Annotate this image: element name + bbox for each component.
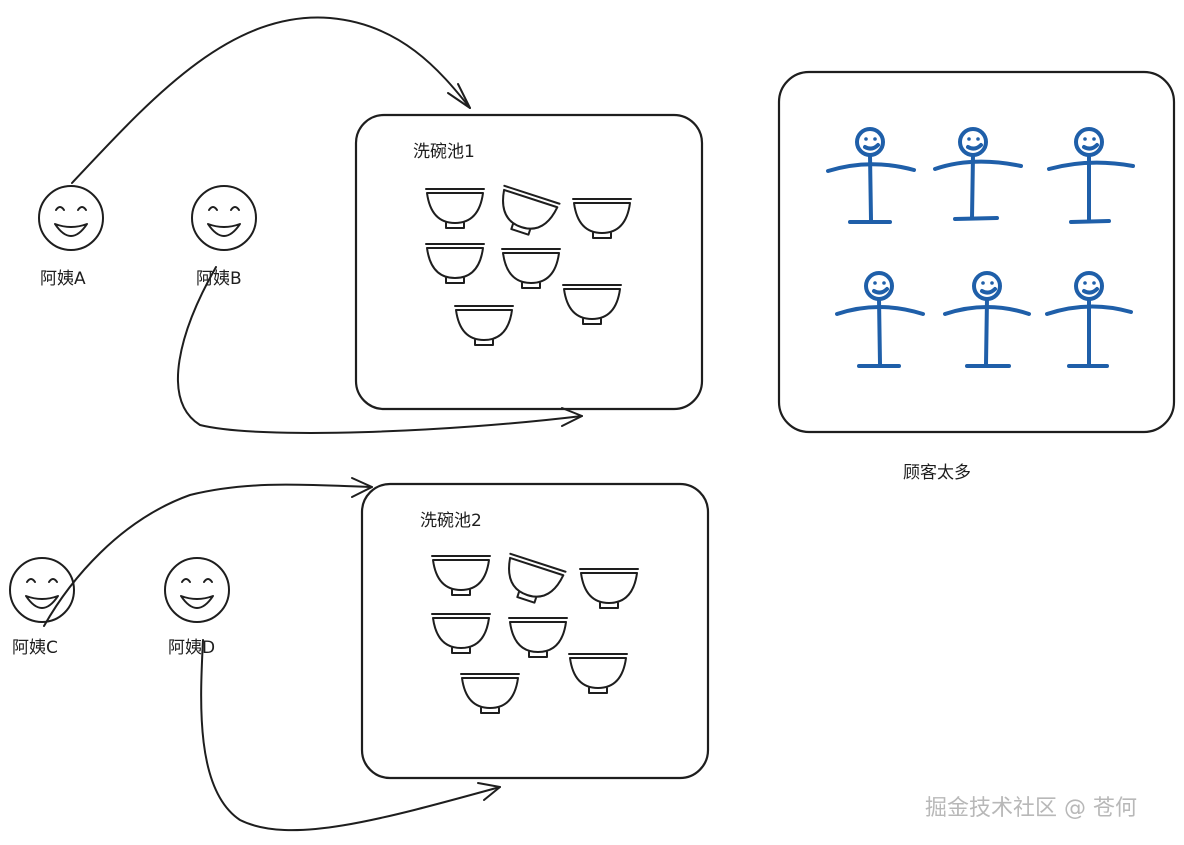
bowl-icon	[501, 248, 561, 289]
arrowhead-c	[351, 477, 373, 498]
customers-group	[826, 127, 1135, 368]
auntie-a-face-icon	[38, 185, 104, 251]
bowl-icon	[425, 188, 485, 229]
customers-label: 顾客太多	[903, 463, 971, 483]
auntie-b-label: 阿姨B	[196, 269, 242, 289]
bowl-icon	[425, 243, 485, 284]
pool-2-box	[360, 482, 710, 780]
bowl-icon	[454, 305, 514, 346]
bowl-icon	[579, 568, 639, 609]
auntie-a-label: 阿姨A	[40, 269, 86, 289]
auntie-b-face-icon	[191, 185, 257, 251]
bowl-icon	[572, 198, 632, 239]
pool-1-bowls	[425, 184, 632, 346]
watermark: 掘金技术社区 @ 苍何	[925, 796, 1137, 821]
stick-figure-icon	[835, 271, 925, 368]
customers-box	[777, 70, 1176, 434]
pool-2-label: 洗碗池2	[420, 511, 482, 531]
smiley-faces	[9, 185, 257, 623]
arrow-auntie-d-to-pool-2	[200, 639, 501, 832]
bowl-icon	[502, 184, 561, 236]
pool-1-box	[354, 113, 704, 411]
auntie-c-label: 阿姨C	[12, 638, 58, 658]
auntie-d-label: 阿姨D	[168, 638, 215, 658]
bowl-icon	[460, 673, 520, 714]
bowl-icon	[568, 653, 628, 694]
stick-figure-icon	[943, 271, 1031, 368]
arrows	[43, 16, 583, 832]
auntie-d-face-icon	[164, 557, 230, 623]
auntie-c-face-icon	[9, 557, 75, 623]
bowl-icon	[508, 617, 568, 658]
pool-2-bowls	[431, 552, 639, 714]
arrowhead-b	[561, 407, 583, 427]
arrow-auntie-a-to-pool-1	[71, 16, 471, 184]
arrow-auntie-b-to-pool-1	[177, 266, 583, 434]
bowl-icon	[562, 284, 622, 325]
arrowhead-a	[447, 83, 471, 109]
bowl-icon	[431, 613, 491, 654]
stick-figure-icon	[933, 127, 1023, 221]
arrowhead-d	[477, 782, 501, 801]
arrow-auntie-c-to-pool-2	[43, 483, 373, 627]
pool-1-label: 洗碗池1	[413, 142, 475, 162]
bowl-icon	[431, 555, 491, 596]
stick-figure-icon	[826, 127, 916, 224]
stick-figure-icon	[1047, 127, 1135, 224]
stick-figure-icon	[1045, 271, 1133, 368]
bowl-icon	[508, 552, 567, 604]
